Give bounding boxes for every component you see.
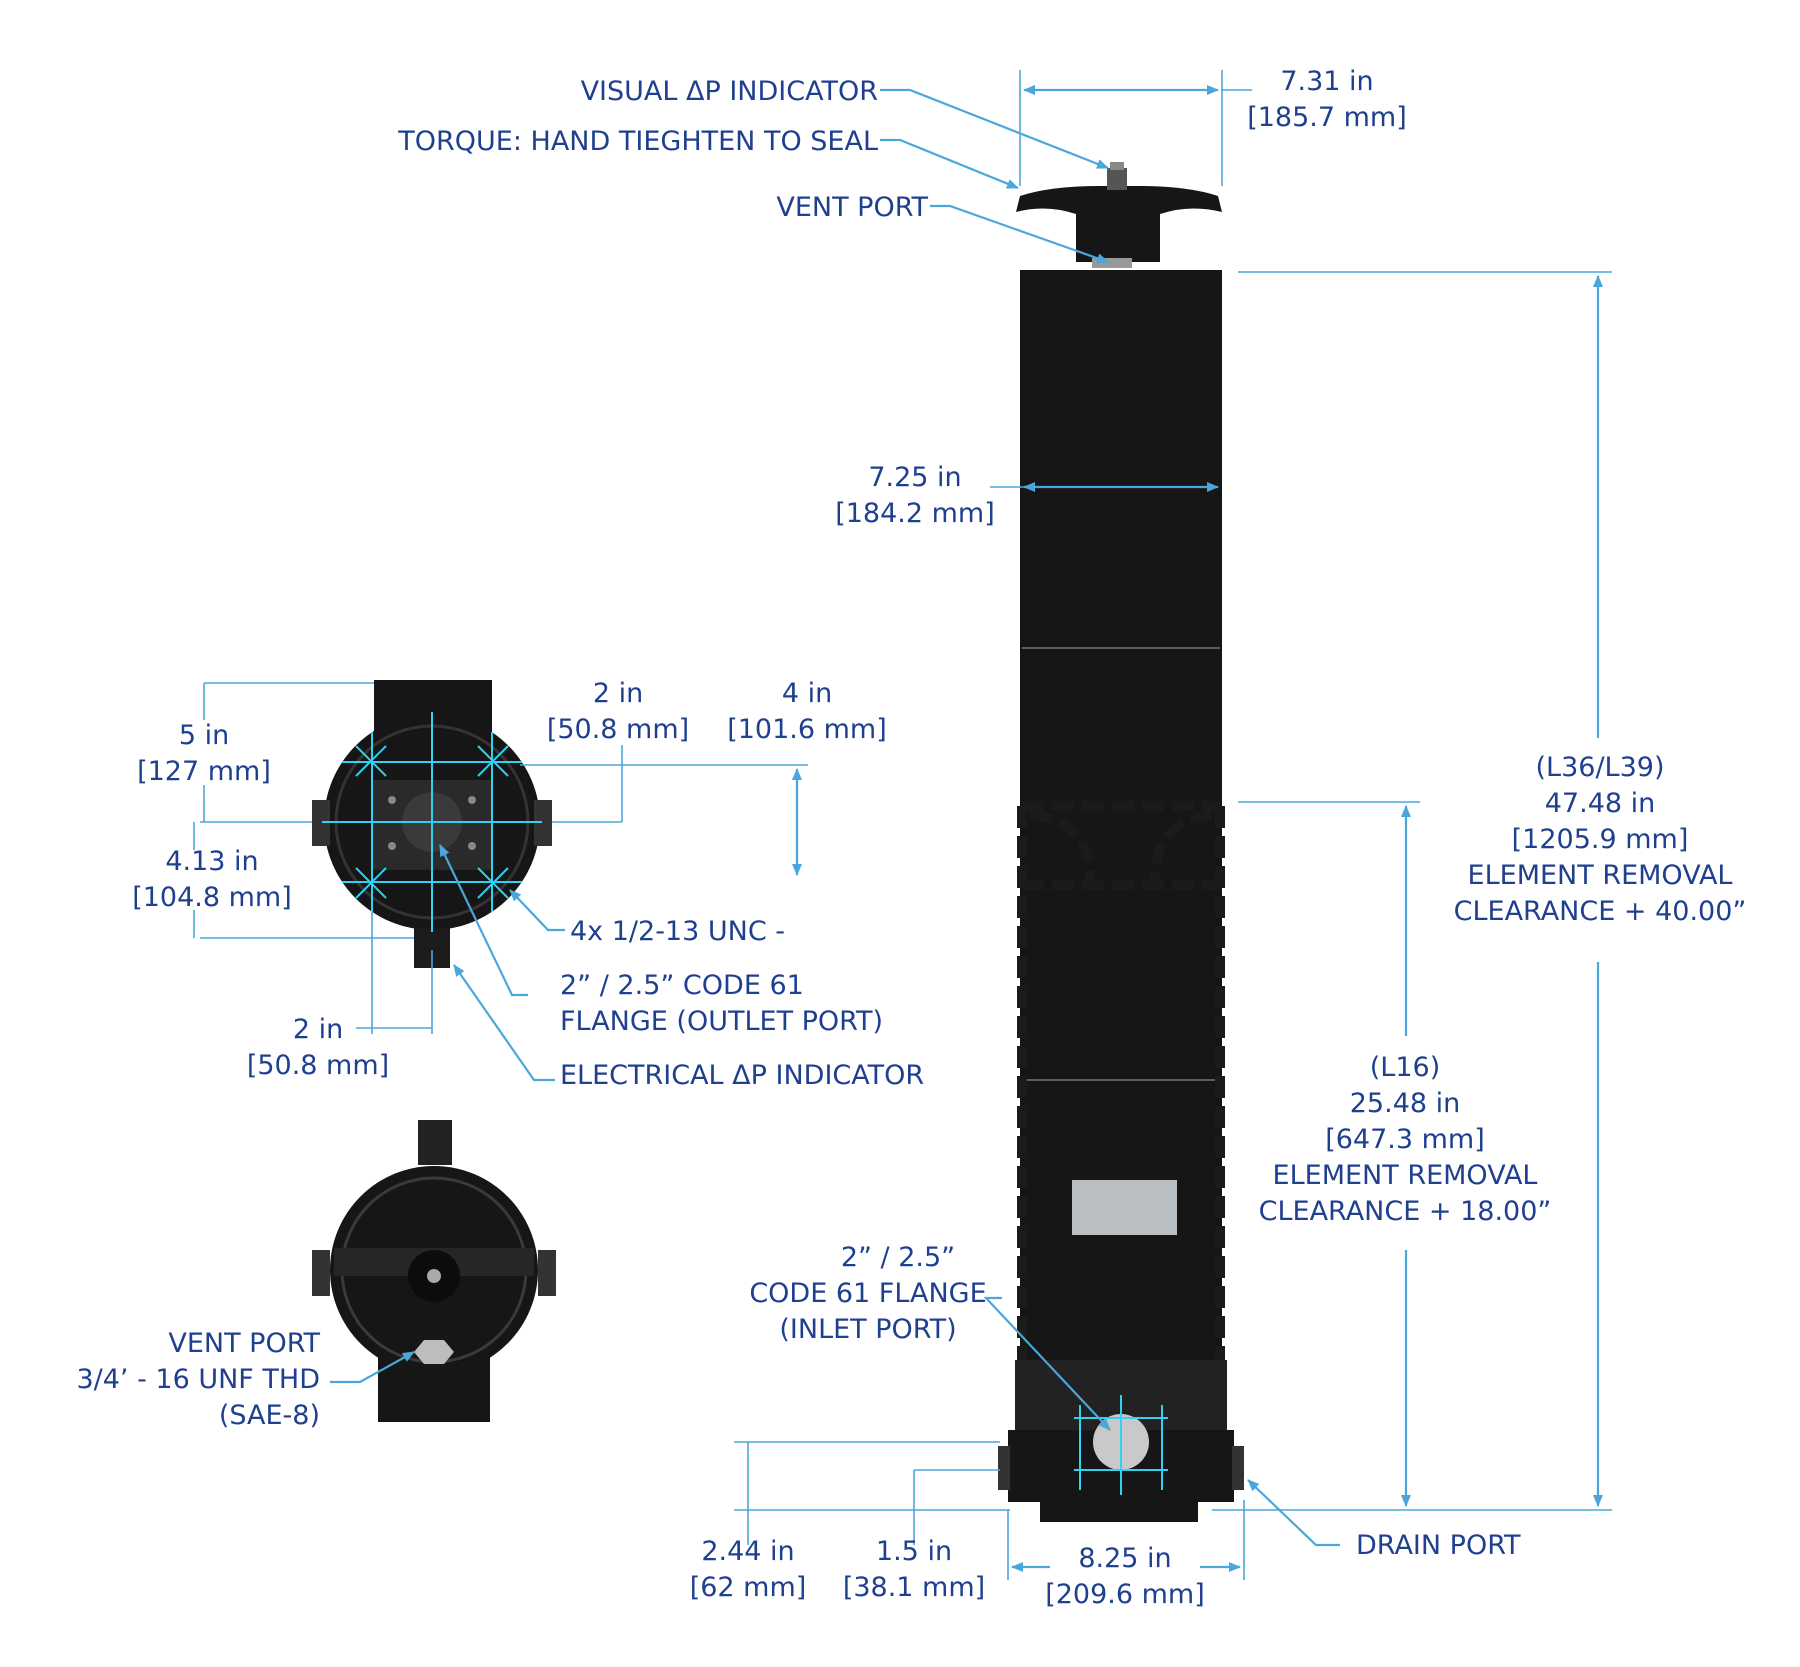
v5-mm: [127 mm]: [137, 756, 271, 787]
h244-mm: [62 mm]: [690, 1572, 807, 1603]
side-view: [998, 162, 1244, 1522]
drain-port-boss: [1232, 1446, 1244, 1490]
v4-mm: [101.6 mm]: [727, 714, 887, 745]
torque-label: TORQUE: HAND TIEGHTEN TO SEAL: [397, 126, 878, 157]
bolts-label: 4x 1/2-13 UNC -: [570, 916, 785, 947]
visual-dp-indicator: [1107, 168, 1127, 190]
leader-lines: [330, 88, 1340, 1547]
housing-body: [1020, 270, 1222, 1360]
h15-mm: [38.1 mm]: [843, 1572, 985, 1603]
body-width-mm: [184.2 mm]: [835, 498, 995, 529]
w825-in: 8.25 in: [1078, 1543, 1171, 1574]
t-handle: [1016, 186, 1222, 262]
electrical-dp-label: ELECTRICAL ΔP INDICATOR: [560, 1060, 924, 1091]
v413-in: 4.13 in: [165, 846, 258, 877]
l36-line5: CLEARANCE + 40.00”: [1454, 896, 1747, 927]
top-width-mm: [185.7 mm]: [1247, 102, 1407, 133]
bottom-view: [312, 1120, 556, 1422]
outlet-label-1: 2” / 2.5” CODE 61: [560, 970, 804, 1001]
l16-line1: (L16): [1370, 1052, 1440, 1083]
vent-bottom-label-2: 3/4’ - 16 UNF THD: [76, 1364, 320, 1395]
inlet-label-1: 2” / 2.5”: [841, 1242, 955, 1273]
v5-in: 5 in: [179, 720, 229, 751]
h15-in: 1.5 in: [876, 1536, 952, 1567]
l36-line1: (L36/L39): [1536, 752, 1665, 783]
vent-port-top: [1092, 258, 1132, 268]
h2b-in: 2 in: [293, 1014, 343, 1045]
body-width-in: 7.25 in: [868, 462, 961, 493]
top-width-in: 7.31 in: [1280, 66, 1373, 97]
h2a-in: 2 in: [593, 678, 643, 709]
vent-bottom-label-1: VENT PORT: [168, 1328, 320, 1359]
v4-in: 4 in: [782, 678, 832, 709]
l16-dimension-label: (L16) 25.48 in [647.3 mm] ELEMENT REMOVA…: [1259, 1052, 1552, 1227]
top-view-dimensions: [193, 682, 808, 1034]
bottom-view-indicator: [418, 1120, 452, 1165]
v413-mm: [104.8 mm]: [132, 882, 292, 913]
l16-line4: ELEMENT REMOVAL: [1273, 1160, 1538, 1191]
l36-line3: [1205.9 mm]: [1512, 824, 1689, 855]
inlet-label-2: CODE 61 FLANGE: [749, 1278, 986, 1309]
nameplate: [1072, 1180, 1177, 1235]
side-boss-left: [998, 1446, 1010, 1490]
vent-port-top-label: VENT PORT: [776, 192, 928, 223]
visual-dp-label: VISUAL ΔP INDICATOR: [581, 76, 878, 107]
l16-line2: 25.48 in: [1350, 1088, 1461, 1119]
l36-line2: 47.48 in: [1545, 788, 1656, 819]
l36-line4: ELEMENT REMOVAL: [1468, 860, 1733, 891]
h2b-mm: [50.8 mm]: [247, 1050, 389, 1081]
l16-line3: [647.3 mm]: [1325, 1124, 1485, 1155]
l16-line5: CLEARANCE + 18.00”: [1259, 1196, 1552, 1227]
w825-mm: [209.6 mm]: [1045, 1579, 1205, 1610]
vent-bottom-label-3: (SAE-8): [219, 1400, 320, 1431]
inlet-label-3: (INLET PORT): [779, 1314, 956, 1345]
vent-port-bottom: [414, 1340, 454, 1364]
drain-port-label: DRAIN PORT: [1356, 1530, 1521, 1561]
h244-in: 2.44 in: [701, 1536, 794, 1567]
l36-dimension-label: (L36/L39) 47.48 in [1205.9 mm] ELEMENT R…: [1454, 752, 1747, 927]
h2a-mm: [50.8 mm]: [547, 714, 689, 745]
outlet-label-2: FLANGE (OUTLET PORT): [560, 1006, 883, 1037]
top-view: [312, 680, 552, 968]
